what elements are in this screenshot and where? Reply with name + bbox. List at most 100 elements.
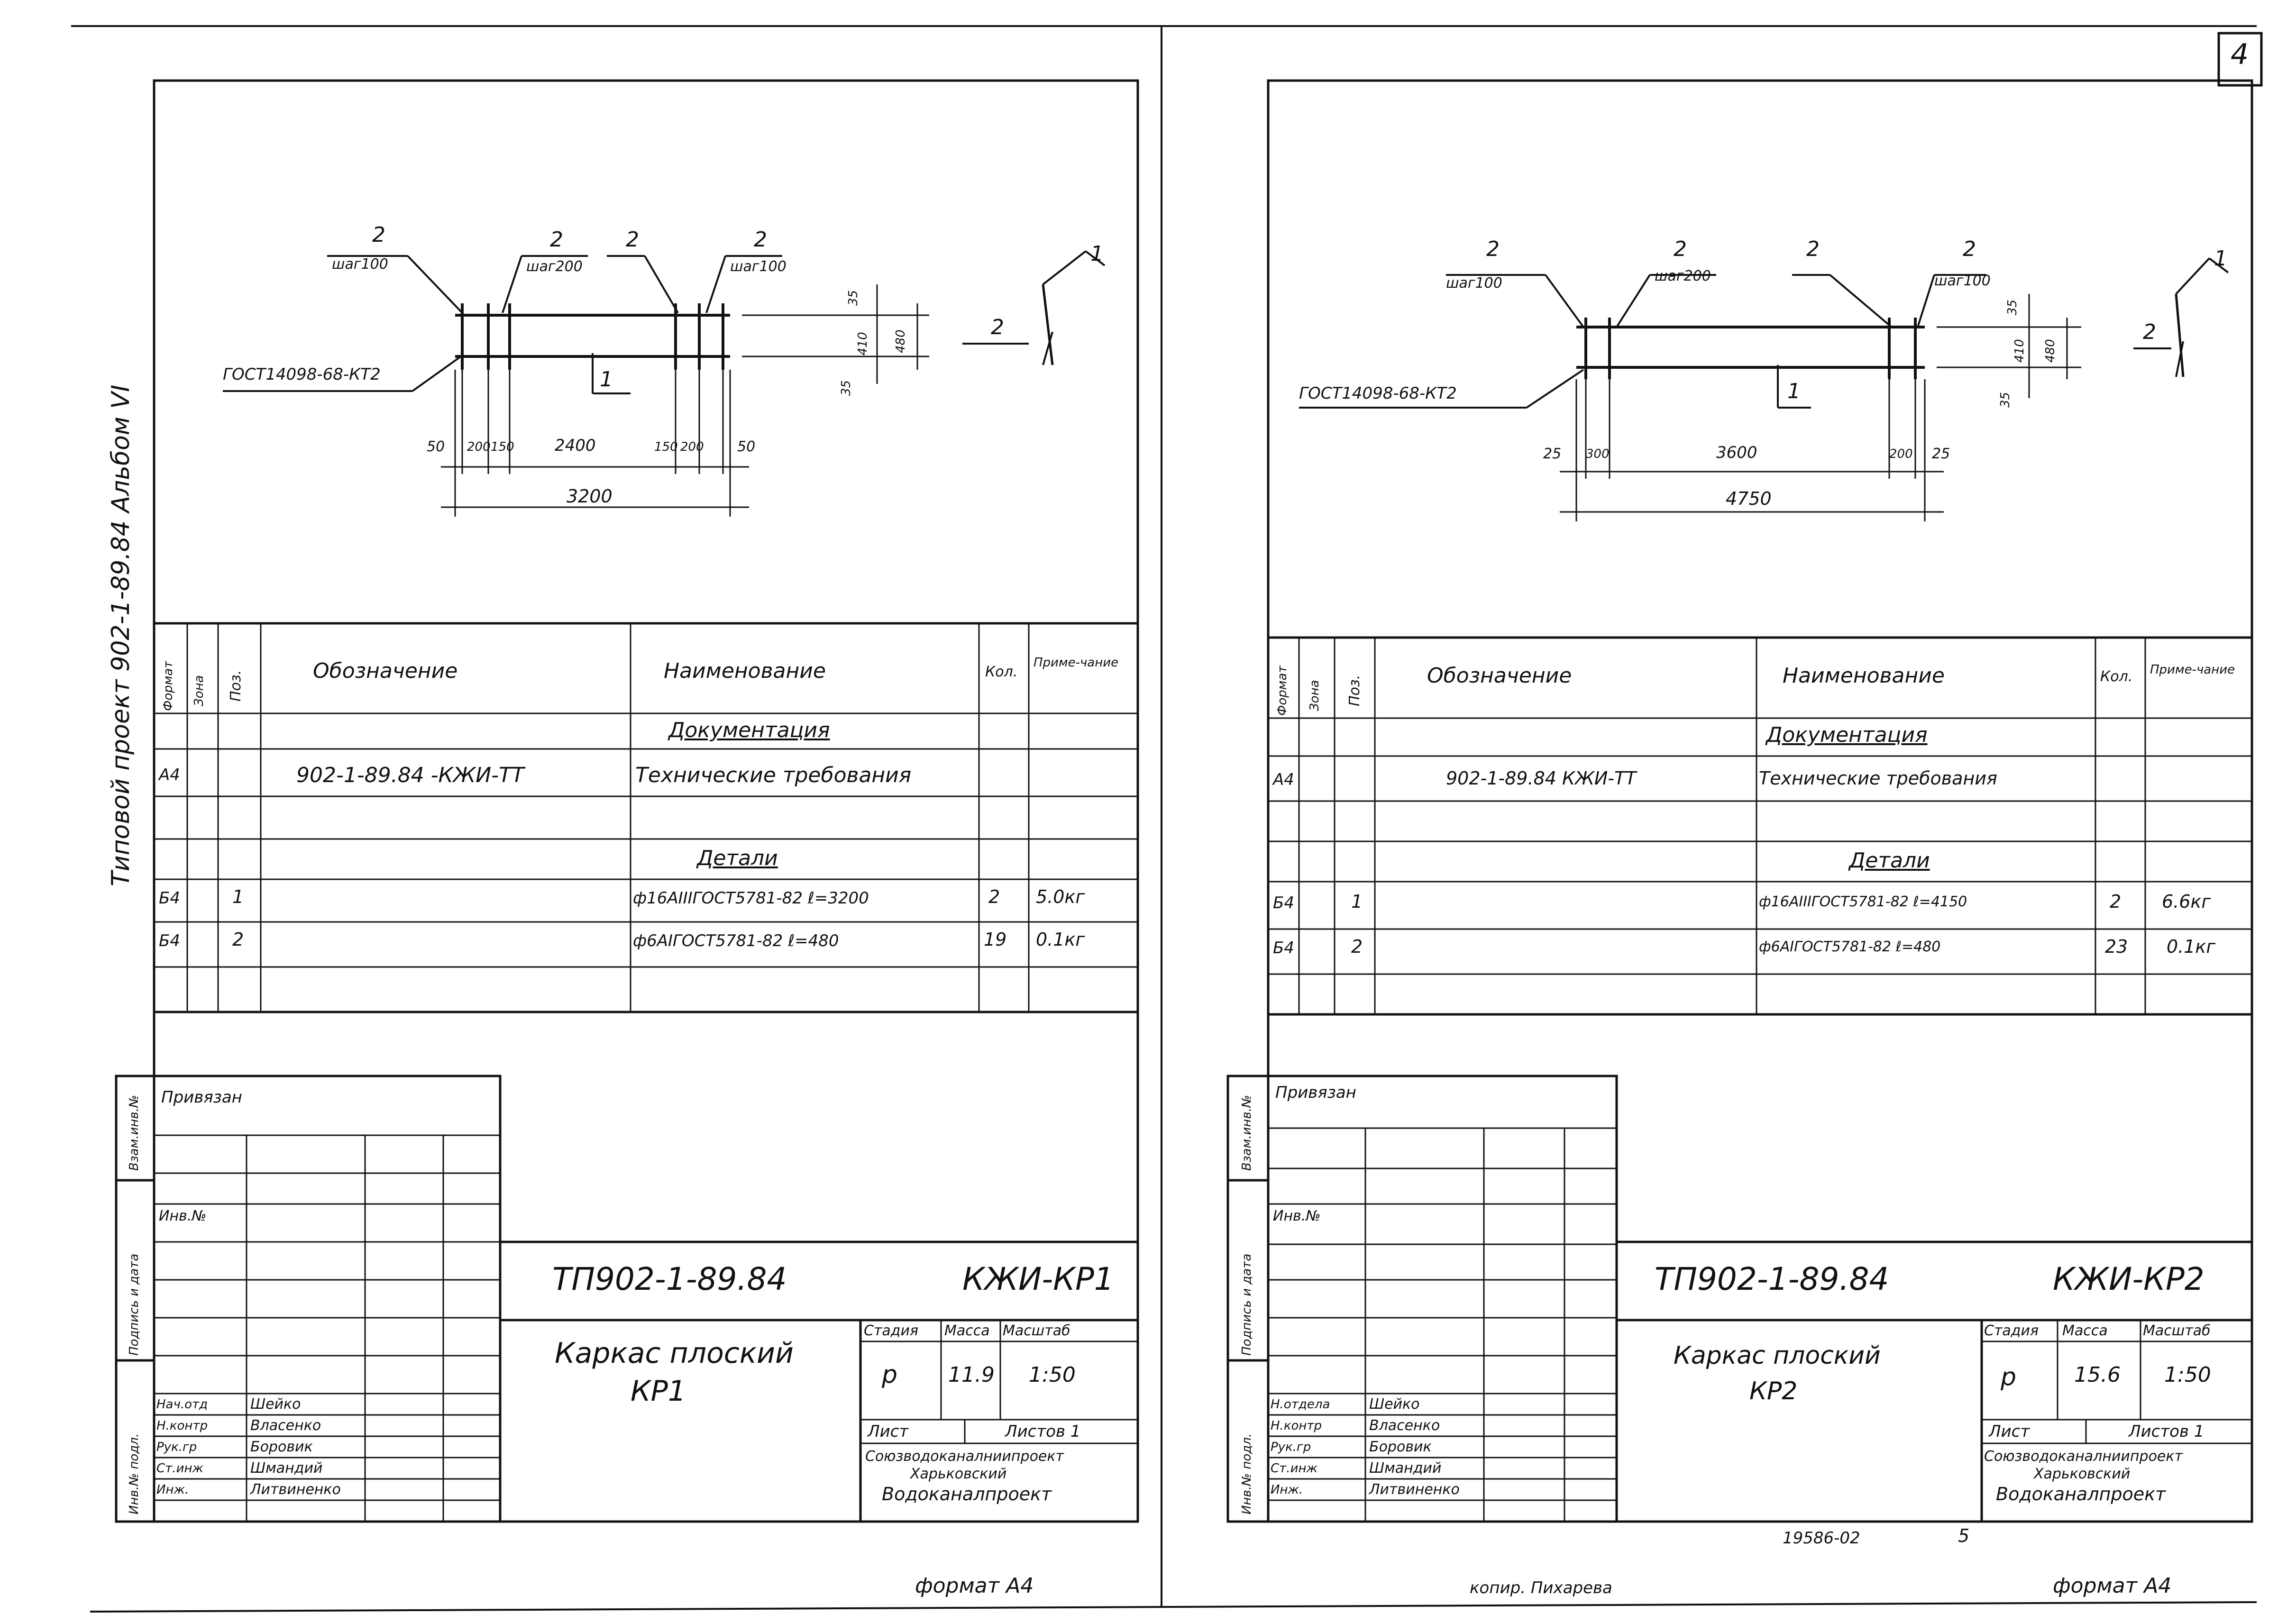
row-name: ф16АIIIГОСТ5781-82 ℓ=3200 <box>633 889 869 908</box>
person-name: Литвиненко <box>1369 1481 1460 1498</box>
row-name: Технические требования <box>1759 768 1997 789</box>
frame-kp2-geometry <box>1299 257 2229 521</box>
stamp-side-label: Подпись и дата <box>127 1253 141 1356</box>
mass-label: Масса <box>944 1322 990 1339</box>
person-name: Литвиненко <box>250 1481 341 1498</box>
inv-label: Инв.№ <box>1273 1208 1321 1224</box>
page-number: 4 <box>2231 38 2249 71</box>
row-note: 0.1кг <box>1036 929 1085 950</box>
callout-step: шаг100 <box>730 258 787 275</box>
section-documentation: Документация <box>668 718 830 742</box>
gost-weld-label: ГОСТ14098-68-КТ2 <box>1299 384 1457 403</box>
dim-label: 35 <box>839 380 853 396</box>
callout-number: 2 <box>626 228 639 252</box>
person-name: Шейко <box>250 1396 301 1413</box>
dim-label: 50 <box>427 438 445 455</box>
dim-label: 150 <box>491 440 514 454</box>
col-header-qty: Кол. <box>2100 668 2133 685</box>
row-qty: 19 <box>984 929 1007 950</box>
privyazan-label: Привязан <box>161 1088 242 1107</box>
row-format: Б4 <box>1273 894 1294 912</box>
callout-step: шаг100 <box>1446 275 1502 292</box>
row-name: ф6АIГОСТ5781-82 ℓ=480 <box>1759 939 1941 955</box>
row-pos: 2 <box>1351 936 1363 957</box>
dim-label: 25 <box>1543 446 1562 462</box>
role-label: Нач.отд <box>156 1397 208 1412</box>
position-label: 1 <box>600 367 613 392</box>
role-label: Ст.инж <box>156 1461 203 1476</box>
person-name: Боровик <box>250 1439 313 1455</box>
dim-label: 200 <box>1889 447 1913 461</box>
callout-number: 2 <box>1674 237 1687 261</box>
callout-number: 2 <box>1963 237 1976 261</box>
role-label: Рук.гр <box>1271 1440 1311 1454</box>
section-label: 1 <box>2214 246 2227 271</box>
project-code: ТП902-1-89.84 <box>1655 1261 1889 1297</box>
callout-number: 2 <box>1486 237 1500 261</box>
dim-label: 25 <box>1932 446 1950 462</box>
format-label: формат А4 <box>915 1574 1034 1598</box>
dim-label: 200 <box>680 440 704 454</box>
dim-label: 200 <box>467 440 491 454</box>
stamp-side-label: Подпись и дата <box>1240 1253 1254 1356</box>
mass-value: 11.9 <box>948 1363 995 1387</box>
dim-label: 50 <box>737 438 756 455</box>
dim-label: 35 <box>1998 392 2012 408</box>
org-name: Водоканалпроект <box>882 1484 1052 1504</box>
archive-number: 19586-02 <box>1783 1529 1860 1548</box>
stamp-side-label: Инв.№ подл. <box>127 1433 141 1514</box>
scale-value: 1:50 <box>1029 1363 1076 1387</box>
stamp-side-label: Взам.инв.№ <box>1240 1095 1254 1171</box>
drawing-title: Каркас плоский <box>555 1337 794 1370</box>
total-length-label: 4750 <box>1726 488 1772 509</box>
org-name: Союзводоканалниипроект <box>1984 1448 2183 1465</box>
col-header-pos: Поз. <box>228 670 244 702</box>
callout-number: 2 <box>372 223 385 247</box>
row-note: 6.6кг <box>2162 891 2211 912</box>
stage-label: Стадия <box>864 1322 919 1339</box>
role-label: Рук.гр <box>156 1440 197 1454</box>
col-header-designation: Обозначение <box>313 659 458 683</box>
row-note: 0.1кг <box>2167 936 2216 957</box>
section-label: 2 <box>2143 320 2156 344</box>
height-label: 480 <box>894 329 908 353</box>
drawing-mark: КЖИ-КР2 <box>2053 1261 2205 1297</box>
col-header-name: Наименование <box>1783 664 1945 688</box>
callout-step: шаг200 <box>1655 268 1711 284</box>
row-qty: 2 <box>2110 891 2122 912</box>
col-header-format: Формат <box>1275 666 1290 716</box>
person-name: Власенко <box>250 1417 321 1434</box>
row-format: А4 <box>159 766 180 784</box>
stage-value: р <box>2001 1363 2017 1391</box>
dim-label: 410 <box>2012 339 2027 363</box>
callout-number: 2 <box>754 228 767 252</box>
row-designation: 902-1-89.84 КЖИ-ТТ <box>1446 768 1637 789</box>
role-label: Н.контр <box>1271 1419 1322 1433</box>
col-header-designation: Обозначение <box>1427 664 1572 688</box>
sheets-count-label: Листов 1 <box>1005 1422 1081 1441</box>
format-label: формат А4 <box>2053 1574 2172 1598</box>
row-format: Б4 <box>159 889 180 908</box>
row-pos: 2 <box>232 929 244 950</box>
stage-label: Стадия <box>1984 1322 2039 1339</box>
person-name: Шейко <box>1369 1396 1420 1413</box>
inv-label: Инв.№ <box>159 1208 207 1224</box>
org-name: Харьковский <box>910 1466 1007 1482</box>
row-name: Технические требования <box>635 763 912 787</box>
sheet-label: Лист <box>1989 1422 2030 1441</box>
row-qty: 23 <box>2105 936 2128 957</box>
drawing-mark: КЖИ-КР1 <box>962 1261 1114 1297</box>
row-name: ф16АIIIГОСТ5781-82 ℓ=4150 <box>1759 894 1967 910</box>
role-label: Н.контр <box>156 1419 208 1433</box>
role-label: Инж. <box>156 1483 189 1497</box>
stamp-side-label: Инв.№ подл. <box>1240 1433 1254 1514</box>
drawing-title-mark: КР2 <box>1749 1377 1798 1405</box>
copier-label: копир. Пихарева <box>1470 1578 1612 1597</box>
section-parts: Детали <box>1849 848 1930 873</box>
role-label: Инж. <box>1271 1483 1303 1497</box>
person-name: Власенко <box>1369 1417 1440 1434</box>
album-label: Типовой проект 902-1-89.84 Альбом VI <box>107 384 135 886</box>
drawing-title-mark: КР1 <box>631 1375 686 1408</box>
person-name: Боровик <box>1369 1439 1432 1455</box>
